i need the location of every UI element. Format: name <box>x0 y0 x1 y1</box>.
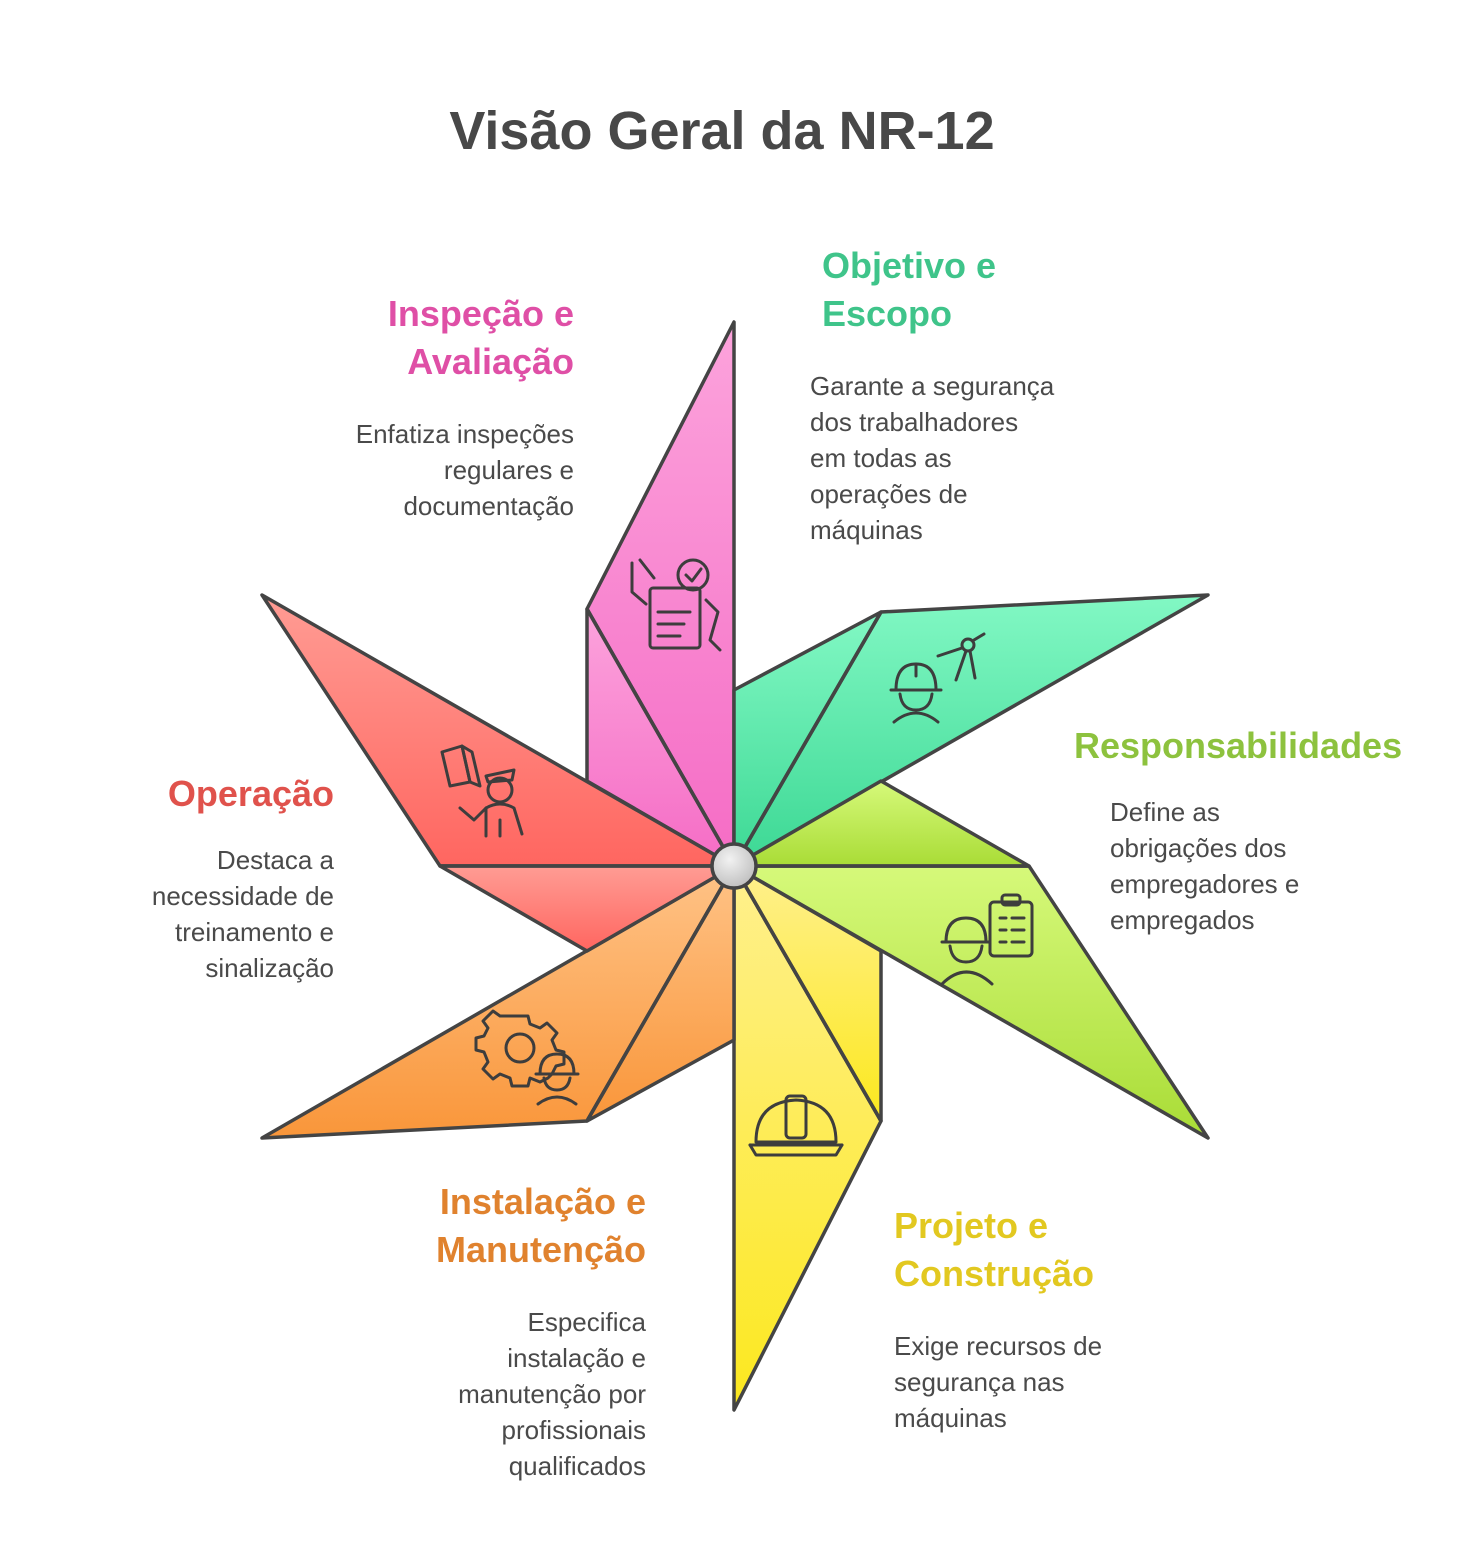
blade-operacao <box>260 593 736 953</box>
section-desc-inspecao: Enfatiza inspeções regulares e documenta… <box>355 419 574 521</box>
blade-projeto <box>732 864 883 1412</box>
section-desc-responsabilidades: Define as obrigações dos empregadores e … <box>1110 797 1300 935</box>
blade-inspecao <box>585 320 736 868</box>
section-title-instalacao: Instalação e Manutenção <box>435 1181 646 1270</box>
section-desc-instalacao: Especifica instalação e manutenção por p… <box>458 1307 646 1481</box>
page-title: Visão Geral da NR-12 <box>449 101 995 161</box>
worker-clipboard-icon <box>940 893 1034 986</box>
section-desc-projeto: Exige recursos de segurança nas máquinas <box>894 1331 1103 1433</box>
section-title-objetivo: Objetivo e Escopo <box>822 245 997 334</box>
section-title-responsabilidades: Responsabilidades <box>1074 725 1403 766</box>
section-title-operacao: Operação <box>167 773 334 814</box>
section-desc-operacao: Destaca a necessidade de treinamento e s… <box>151 845 334 983</box>
inspection-checklist-icon <box>630 558 722 652</box>
section-title-inspecao: Inspeção e Avaliação <box>387 293 574 382</box>
section-title-projeto: Projeto e Construção <box>894 1205 1095 1294</box>
instructor-board-icon <box>440 744 524 838</box>
engineer-compass-icon <box>889 632 986 724</box>
gear-worker-icon <box>474 1009 580 1106</box>
hard-hat-icon <box>748 1094 844 1157</box>
section-desc-objetivo: Garante a segurança dos trabalhadores em… <box>810 371 1055 545</box>
hub-center <box>710 842 758 890</box>
